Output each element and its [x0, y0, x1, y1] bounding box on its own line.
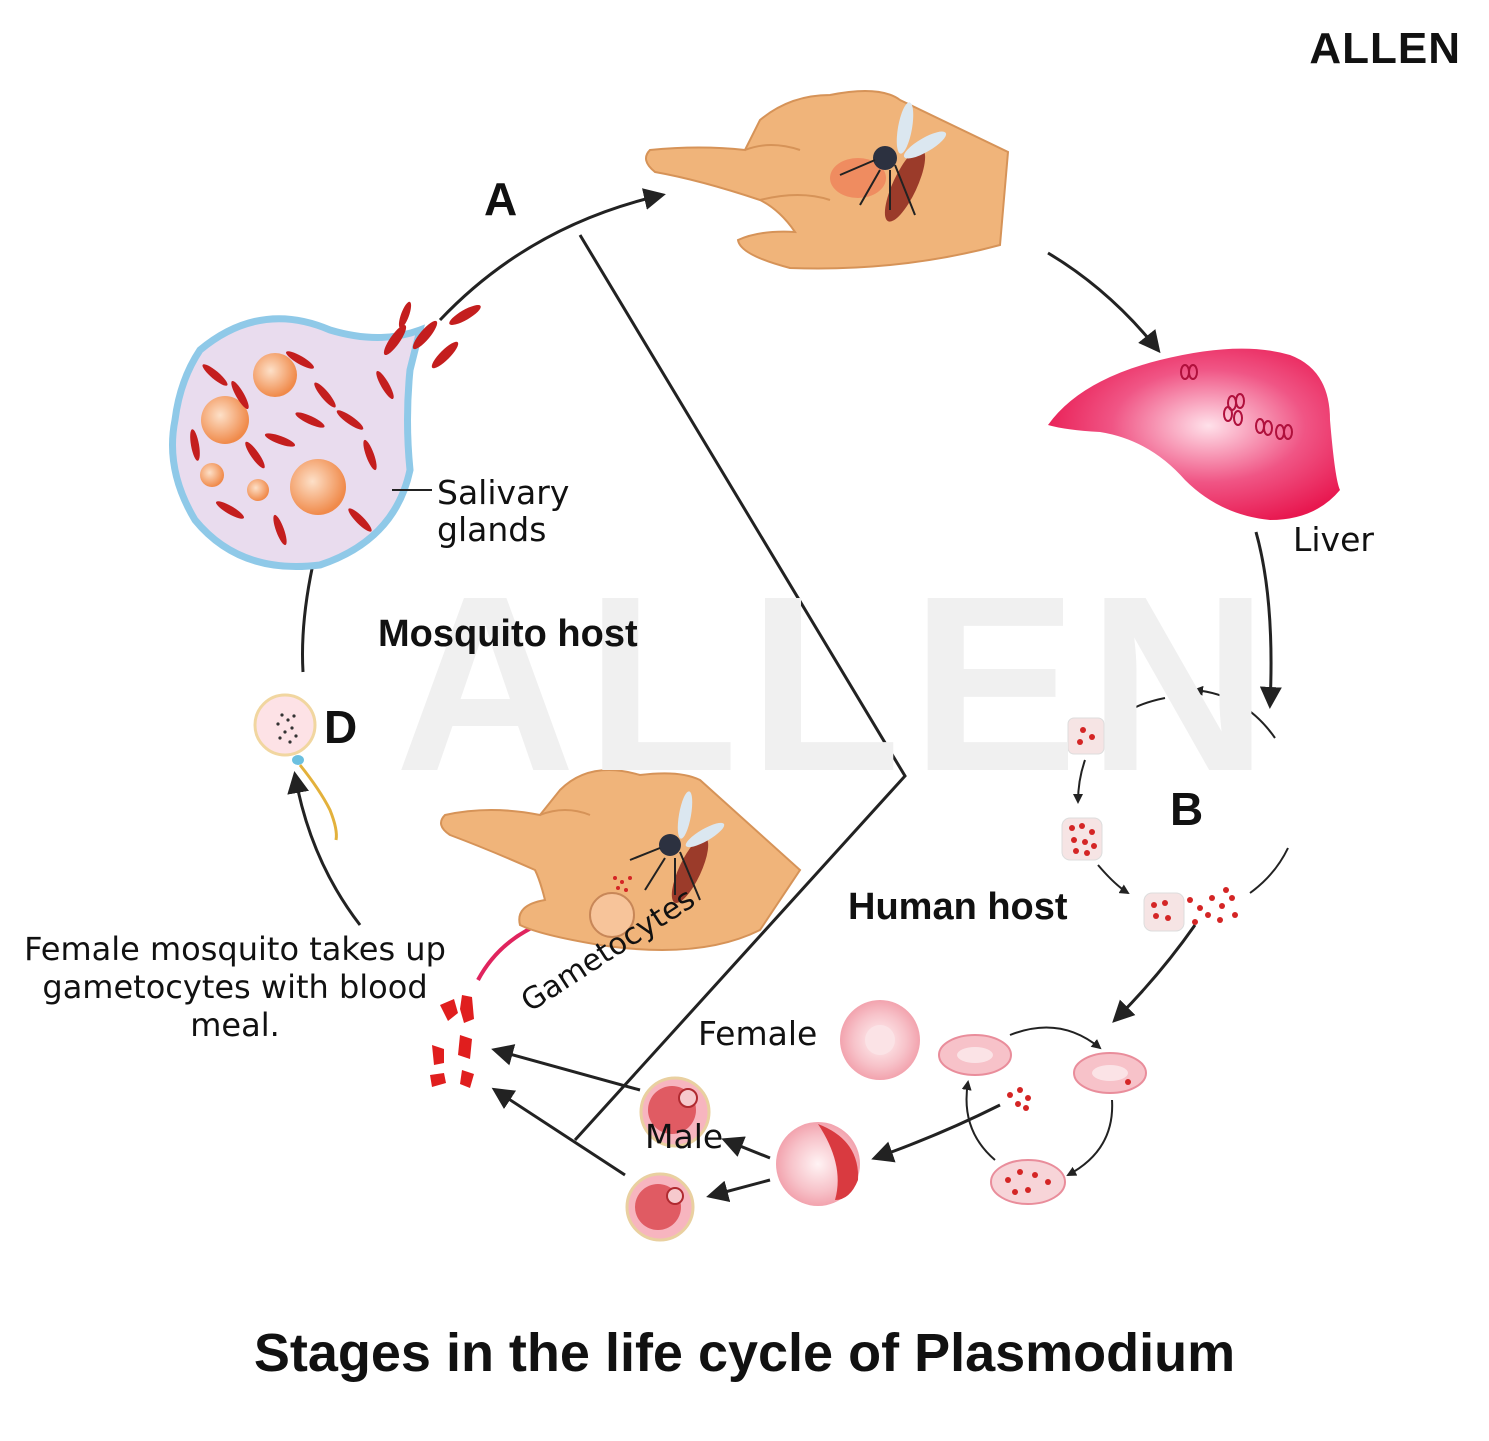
- label-b: B: [1170, 783, 1204, 835]
- rbc-cycle-arrow-1: [1009, 1026, 1102, 1050]
- male-label: Male: [645, 1117, 724, 1156]
- female-gametocyte: [625, 1172, 695, 1242]
- brand-logo: ALLEN: [1309, 24, 1461, 73]
- host-divider-line: [573, 234, 907, 1142]
- female-label: Female: [698, 1014, 818, 1053]
- arrow-to-liver: [1047, 251, 1161, 354]
- red-blood-cell-icon: [840, 1000, 1147, 1205]
- salivary-gland-icon: [169, 301, 481, 571]
- mosquito-host-label: Mosquito host: [378, 613, 638, 655]
- arrow-to-zygote: [287, 771, 362, 926]
- liver-cycle-arc-4: [1097, 864, 1130, 895]
- arrow-to-male: [721, 1136, 771, 1160]
- arrow-male-to-meal: [491, 1044, 641, 1092]
- arrow-to-central-rbc: [871, 1103, 1001, 1163]
- diagram-title: Stages in the life cycle of Plasmodium: [253, 1323, 1236, 1383]
- blood-meal-gametocytes: [430, 995, 474, 1088]
- bottom-hand-with-mosquito-icon: [440, 769, 802, 951]
- arrow-to-female-gametocyte: [706, 1178, 771, 1202]
- gametocyte-rbc: [776, 1122, 860, 1206]
- arrow-to-rbc: [1112, 924, 1197, 1023]
- label-d: D: [324, 701, 358, 753]
- liver-label: Liver: [1293, 520, 1374, 559]
- label-a: A: [484, 173, 518, 225]
- arrow-to-human: [438, 188, 666, 322]
- salivary-label-line1: Salivary: [437, 473, 570, 512]
- arrow-female-to-meal: [491, 1087, 626, 1177]
- liver-cycle-arc-2: [1113, 697, 1166, 724]
- liver-stage-cells: [1061, 689, 1238, 932]
- blood-meal-caption: Female mosquito takes up gametocytes wit…: [24, 930, 446, 1044]
- arrow-liver-down: [1254, 531, 1282, 709]
- watermark: ALLEN: [395, 544, 1279, 823]
- salivary-label-line2: glands: [437, 510, 547, 549]
- hand-with-mosquito-icon: [645, 90, 1010, 270]
- liver-cycle-arc-1: [1193, 685, 1276, 739]
- zygote-icon: [253, 693, 338, 841]
- rbc-cycle-arrow-3: [961, 1080, 996, 1161]
- liver-cycle-arc-5: [1249, 847, 1289, 894]
- liver-cycle-arc-3: [1073, 759, 1086, 804]
- male-gametocyte: [639, 1076, 711, 1148]
- human-host-label: Human host: [848, 886, 1068, 928]
- rbc-cycle-arrow-2: [1066, 1099, 1114, 1176]
- liver-icon: [1048, 348, 1340, 520]
- line-zygote-to-gland: [301, 554, 317, 673]
